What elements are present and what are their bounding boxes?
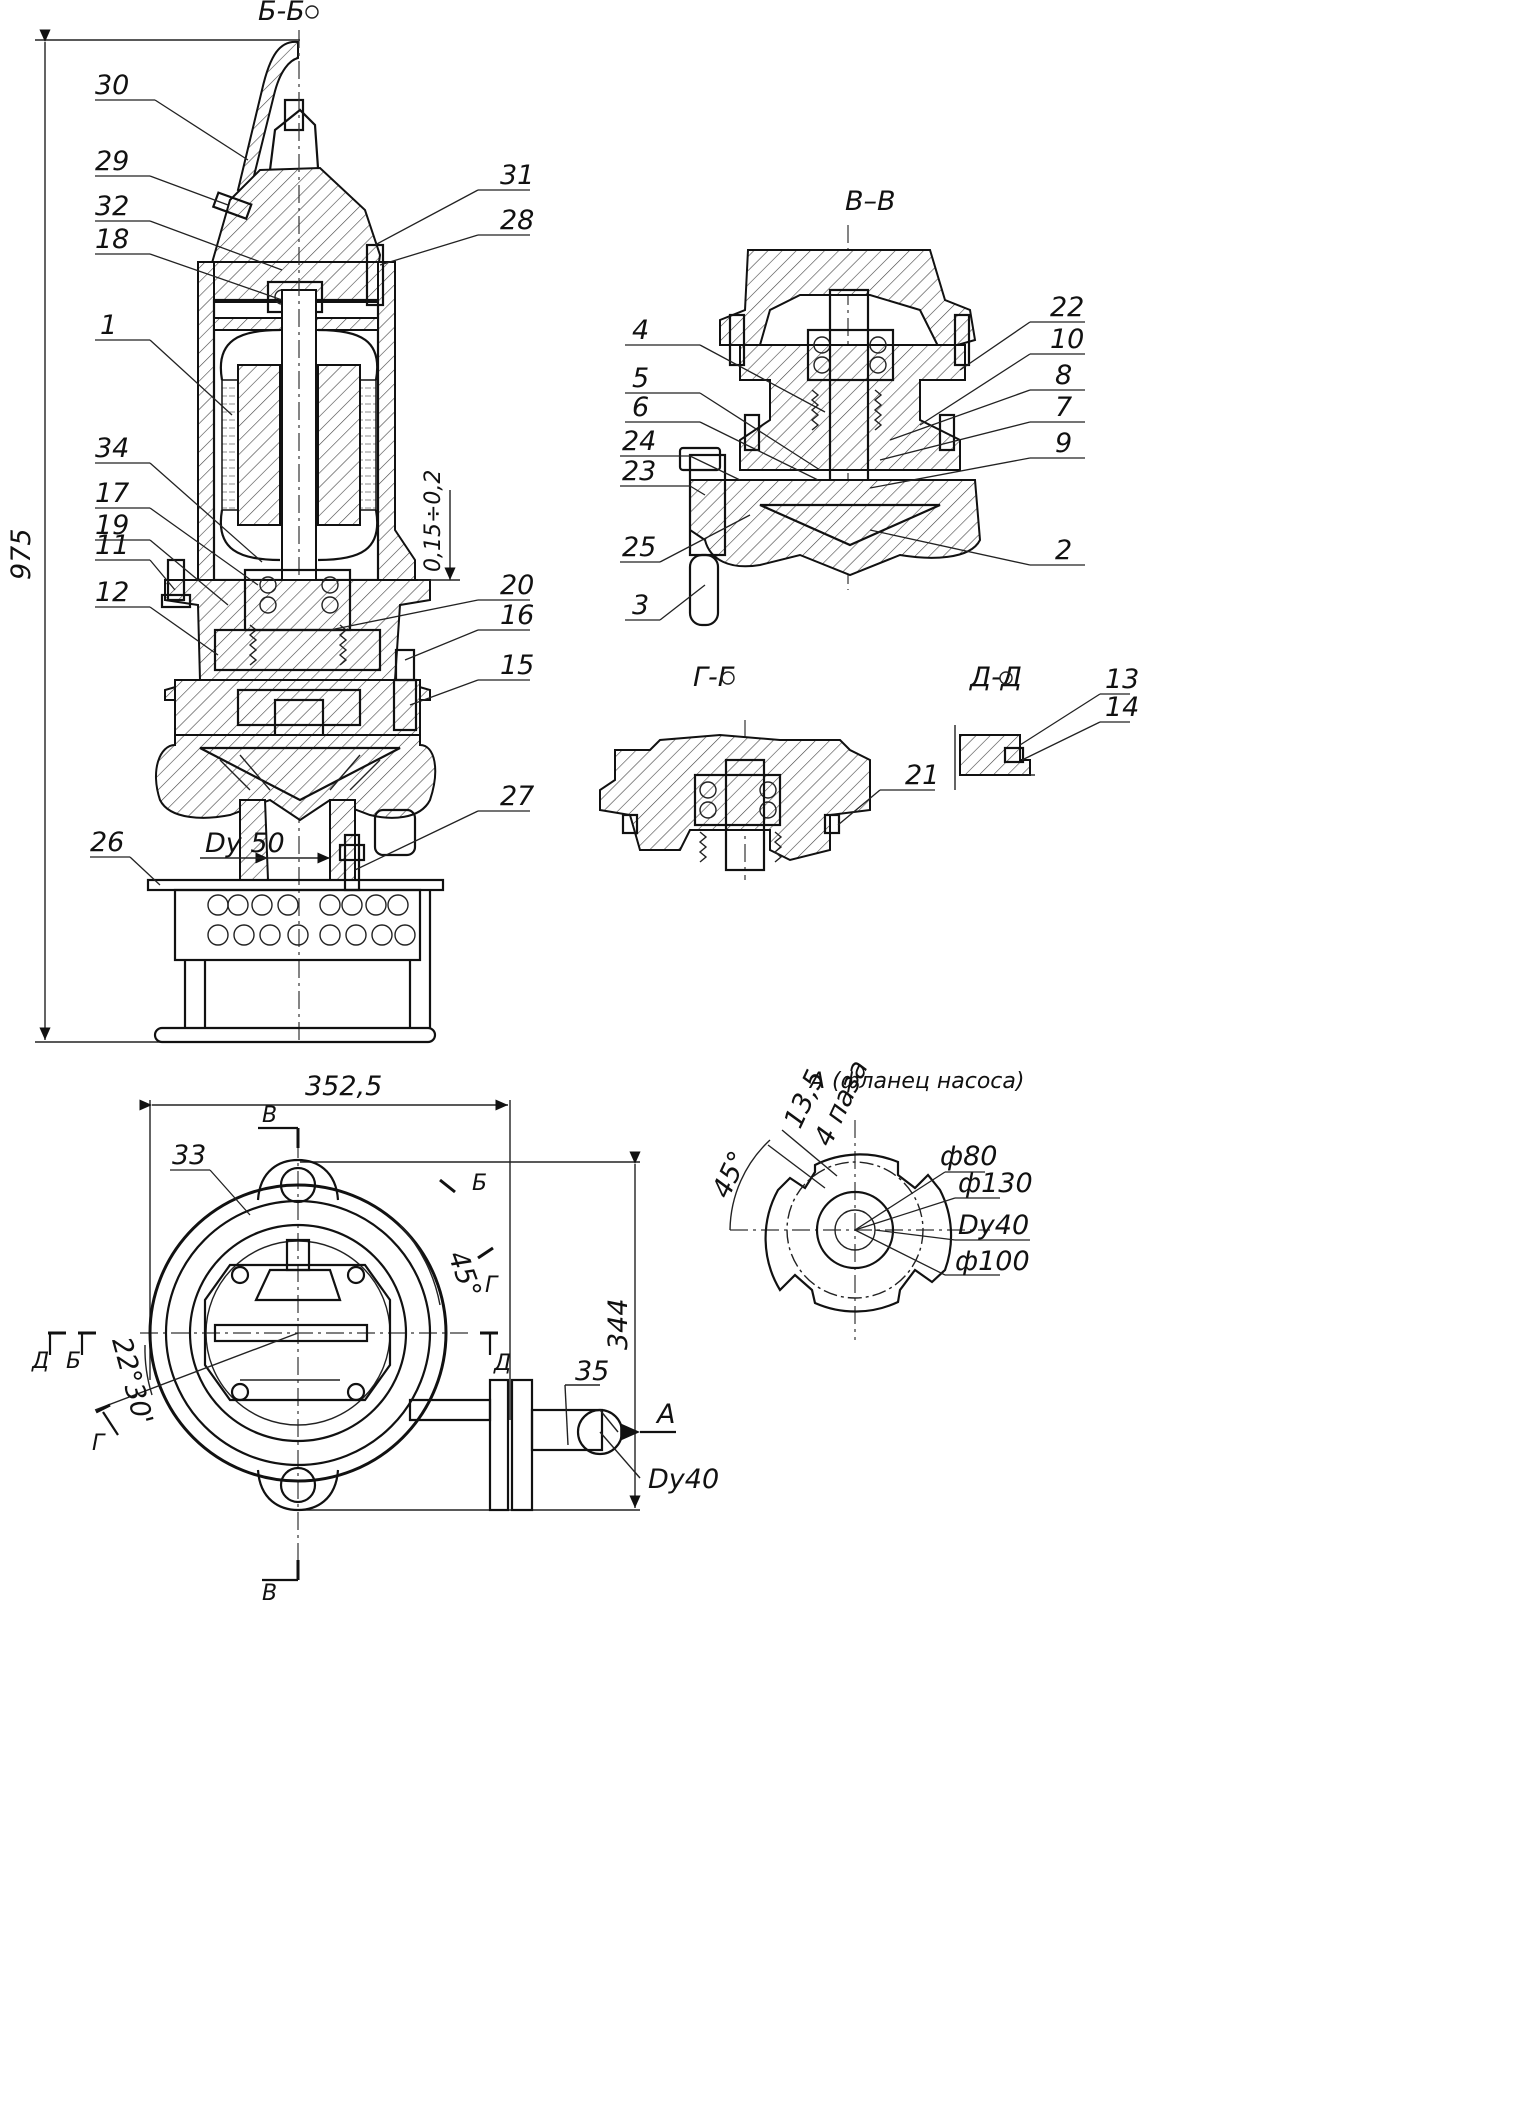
section-vv-title: В–В	[845, 186, 896, 217]
callout-18: 18	[95, 224, 129, 255]
depth-dimension: 344	[603, 1298, 634, 1350]
width-dimension: 352,5	[305, 1071, 382, 1102]
callout-31: 31	[500, 160, 534, 191]
callout-29: 29	[95, 146, 129, 177]
callout-22: 22	[1050, 292, 1084, 323]
plan-view: 352,5 344 Dy40 35	[31, 1071, 719, 1606]
pipe-dy40: Dy40	[648, 1464, 719, 1495]
volute-casing	[155, 734, 437, 822]
section-dd-title: Д-Д	[969, 662, 1022, 693]
cut-v-bottom: В	[262, 1581, 277, 1606]
callout-30: 30	[95, 70, 129, 101]
vv-motor-housing	[719, 249, 977, 352]
callout-11: 11	[95, 530, 129, 561]
plan-outer-ring	[148, 1183, 448, 1483]
dd-detail	[959, 734, 1031, 776]
callout-8: 8	[1055, 360, 1072, 391]
callout-21: 21	[905, 760, 939, 791]
section-gg-view: Г-Г 21	[599, 662, 939, 880]
callouts-main-left: 30 29 32 18 1 34 17 19 11 12 26	[90, 70, 283, 886]
strainer-holes	[207, 894, 416, 946]
callout-23: 23	[622, 456, 656, 487]
callout-28: 28	[500, 205, 534, 236]
callout-12: 12	[95, 577, 129, 608]
motor-housing	[197, 261, 215, 581]
callout-15: 15	[500, 650, 534, 681]
cut-b-right: Б	[472, 1171, 487, 1196]
flange-title: А (фланец насоса)	[808, 1069, 1024, 1094]
strainer-basket	[173, 888, 422, 962]
cut-g-right: Г	[485, 1273, 499, 1298]
flange-view: А (фланец насоса) 13,5 4 паза 45° ф80 ф1…	[706, 1055, 1033, 1340]
diameter-100: ф100	[955, 1246, 1030, 1277]
callout-2: 2	[1055, 535, 1072, 566]
cut-d-right: Д	[493, 1351, 511, 1376]
callout-16: 16	[500, 600, 534, 631]
callout-34: 34	[95, 433, 129, 464]
callout-19: 19	[95, 510, 129, 541]
callouts-vv-right: 22 10 8 7 9 2	[869, 292, 1085, 566]
gg-bearing-shield	[599, 733, 871, 862]
callout-6: 6	[632, 392, 649, 423]
flange-outline	[764, 1153, 953, 1313]
callout-7: 7	[1055, 392, 1072, 423]
callout-5: 5	[632, 363, 649, 394]
height-value: 975	[6, 528, 37, 580]
vv-volute	[689, 479, 982, 577]
callout-25: 25	[622, 532, 656, 563]
callout-10: 10	[1050, 324, 1084, 355]
cut-b-left: Б	[66, 1349, 81, 1374]
callout-20: 20	[500, 570, 534, 601]
flange-dy40: Dy40	[958, 1210, 1029, 1241]
callout-1: 1	[100, 310, 117, 341]
main-section-view: 975	[6, 0, 534, 1045]
section-gg-title: Г-Г	[693, 662, 735, 693]
callout-24: 24	[622, 426, 656, 457]
callout-3: 3	[632, 590, 649, 621]
height-dimension: 975	[6, 29, 300, 1043]
discharge-pipe	[408, 1398, 492, 1422]
callout-17: 17	[95, 478, 129, 509]
section-dd-view: Д-Д 13 14	[954, 662, 1139, 790]
callout-13: 13	[1105, 664, 1139, 695]
section-bb-title: Б-Б	[258, 0, 305, 27]
base-rail	[153, 1026, 437, 1044]
arrow-a: А	[655, 1399, 675, 1430]
diameter-80: ф80	[940, 1141, 997, 1172]
callouts-vv-left: 4 5 6 24 23 25 3	[620, 315, 826, 621]
cut-marks: В В Б Г Д Б Г Д	[31, 1103, 511, 1606]
gap-dimension: 0,15÷0,2	[421, 470, 446, 572]
callout-9: 9	[1055, 428, 1072, 459]
section-vv-view: В–В 4 5 6 24 23 25 3	[620, 186, 1085, 627]
callout-35: 35	[575, 1356, 609, 1387]
callout-26: 26	[90, 827, 124, 858]
seal-housing	[174, 679, 421, 736]
cut-d-left: Д	[31, 1349, 49, 1374]
callout-14: 14	[1105, 692, 1139, 723]
callouts-main-right: 31 28 20 16 15 27	[329, 160, 534, 871]
callout-27: 27	[500, 781, 534, 812]
callout-32: 32	[95, 191, 129, 222]
base-plate	[146, 878, 445, 892]
flange-angle: 45°	[706, 1146, 754, 1202]
cut-g-left: Г	[92, 1431, 106, 1456]
plan-handle	[213, 1323, 369, 1343]
callout-33: 33	[172, 1140, 206, 1171]
outlet-dimension: Dy 50	[205, 828, 285, 859]
callout-4: 4	[632, 315, 649, 346]
diameter-130: ф130	[958, 1168, 1033, 1199]
cut-v-top: В	[262, 1103, 277, 1128]
